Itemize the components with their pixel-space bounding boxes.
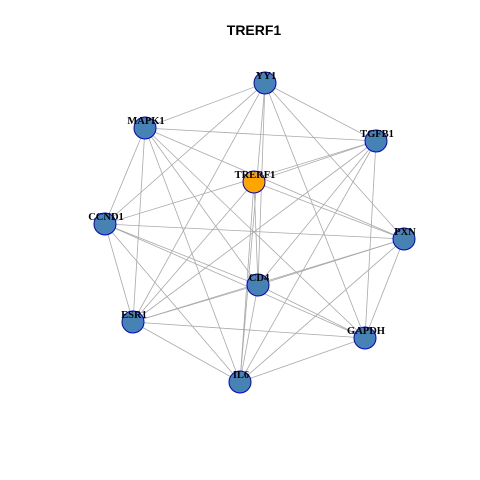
edge-trerf1-tgfb1 xyxy=(253,140,377,183)
node-mapk1 xyxy=(133,116,157,140)
edge-ccnd1-cd4 xyxy=(104,223,259,286)
edge-pxn-gapdh xyxy=(364,238,405,339)
edge-cd4-il6 xyxy=(239,284,259,383)
node-gapdh xyxy=(353,326,377,350)
edge-mapk1-tgfb1 xyxy=(144,127,377,142)
node-ccnd1 xyxy=(93,212,117,236)
edge-trerf1-esr1 xyxy=(132,181,255,323)
edge-ccnd1-gapdh xyxy=(104,223,366,339)
edge-yy1-ccnd1 xyxy=(104,82,266,225)
edge-mapk1-gapdh xyxy=(144,127,366,339)
node-label-esr1: ESR1 xyxy=(121,310,147,321)
edge-esr1-il6 xyxy=(132,321,241,383)
node-label-trerf1: TRERF1 xyxy=(235,170,276,181)
edge-ccnd1-il6 xyxy=(104,223,241,383)
edge-ccnd1-pxn xyxy=(104,223,405,240)
node-tgfb1 xyxy=(364,129,388,153)
edge-cd4-gapdh xyxy=(257,284,366,339)
node-il6 xyxy=(228,370,252,394)
edge-tgfb1-ccnd1 xyxy=(104,140,377,225)
edge-trerf1-pxn xyxy=(253,181,405,240)
node-trerf1 xyxy=(242,170,266,194)
edge-tgfb1-cd4 xyxy=(257,140,377,286)
edge-cd4-esr1 xyxy=(132,284,259,323)
node-label-gapdh: GAPDH xyxy=(347,326,385,337)
edge-yy1-gapdh xyxy=(264,82,366,339)
graph-title: TRERF1 xyxy=(227,22,282,38)
edge-ccnd1-esr1 xyxy=(104,223,134,323)
node-label-il6: IL6 xyxy=(233,370,249,381)
node-layer xyxy=(93,71,416,394)
edge-mapk1-esr1 xyxy=(132,127,146,323)
node-label-cd4: CD4 xyxy=(249,273,270,284)
edge-yy1-mapk1 xyxy=(144,82,266,129)
edge-yy1-pxn xyxy=(264,82,405,240)
edge-trerf1-cd4 xyxy=(253,181,259,286)
edge-mapk1-ccnd1 xyxy=(104,127,146,225)
edge-mapk1-cd4 xyxy=(144,127,259,286)
edge-mapk1-pxn xyxy=(144,127,405,240)
node-label-ccnd1: CCND1 xyxy=(88,212,124,223)
node-label-yy1: YY1 xyxy=(256,71,276,82)
edge-yy1-tgfb1 xyxy=(264,82,377,142)
edge-tgfb1-il6 xyxy=(239,140,377,383)
node-esr1 xyxy=(121,310,145,334)
node-yy1 xyxy=(253,71,277,95)
node-cd4 xyxy=(246,273,270,297)
node-label-pxn: PXN xyxy=(394,227,416,238)
edge-tgfb1-gapdh xyxy=(364,140,377,339)
edge-gapdh-il6 xyxy=(239,337,366,383)
edge-layer xyxy=(104,82,405,383)
node-pxn xyxy=(392,227,416,251)
edge-pxn-il6 xyxy=(239,238,405,383)
node-label-mapk1: MAPK1 xyxy=(127,116,164,127)
node-label-tgfb1: TGFB1 xyxy=(360,129,394,140)
edge-esr1-gapdh xyxy=(132,321,366,339)
edge-mapk1-il6 xyxy=(144,127,241,383)
